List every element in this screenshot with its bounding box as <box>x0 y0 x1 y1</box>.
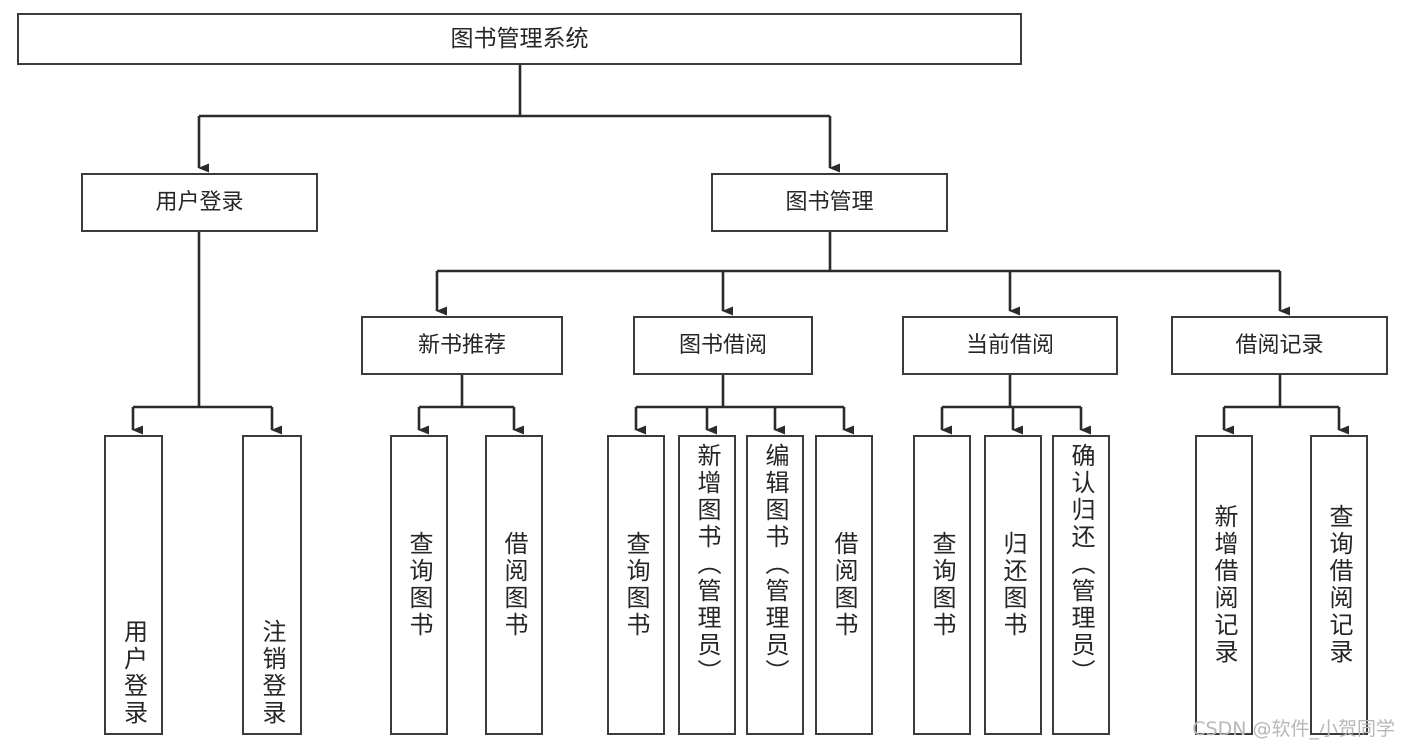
leaf-query-book-3[interactable]: 查询图书 <box>913 435 971 735</box>
node-label: 确认归还（管理员） <box>1067 443 1095 686</box>
node-label: 查询图书 <box>928 531 956 639</box>
leaf-query-book-1[interactable]: 查询图书 <box>390 435 448 735</box>
node-label: 借阅图书 <box>500 531 528 639</box>
node-label: 查询借阅记录 <box>1325 504 1353 666</box>
leaf-borrow-book-2[interactable]: 借阅图书 <box>815 435 873 735</box>
node-label: 新增借阅记录 <box>1210 504 1238 666</box>
leaf-borrow-book-1[interactable]: 借阅图书 <box>485 435 543 735</box>
leaf-user-logout[interactable]: 注销登录 <box>242 435 302 735</box>
node-current-borrow[interactable]: 当前借阅 <box>902 316 1118 375</box>
csdn-watermark: CSDN @软件_小贺同学 <box>1192 718 1395 740</box>
leaf-edit-book-admin[interactable]: 编辑图书（管理员） <box>746 435 804 735</box>
leaf-add-book-admin[interactable]: 新增图书（管理员） <box>678 435 736 735</box>
node-book-management[interactable]: 图书管理 <box>711 173 948 232</box>
node-label: 注销登录 <box>258 619 286 727</box>
node-user-login[interactable]: 用户登录 <box>81 173 318 232</box>
leaf-confirm-return-admin[interactable]: 确认归还（管理员） <box>1052 435 1110 735</box>
node-label: 新书推荐 <box>417 332 506 358</box>
node-book-borrow[interactable]: 图书借阅 <box>633 316 813 375</box>
node-label: 用户登录 <box>119 619 148 727</box>
leaf-user-login[interactable]: 用户登录 <box>104 435 163 735</box>
node-label: 图书管理系统 <box>450 25 589 52</box>
node-borrow-record[interactable]: 借阅记录 <box>1171 316 1388 375</box>
node-new-book-recommend[interactable]: 新书推荐 <box>361 316 563 375</box>
node-label: 图书借阅 <box>678 332 767 358</box>
node-root-system[interactable]: 图书管理系统 <box>17 13 1022 65</box>
node-label: 编辑图书（管理员） <box>761 443 789 686</box>
node-label: 查询图书 <box>405 531 433 639</box>
node-label: 新增图书（管理员） <box>693 443 721 686</box>
node-label: 用户登录 <box>155 189 244 215</box>
leaf-return-book[interactable]: 归还图书 <box>984 435 1042 735</box>
leaf-query-borrow-record[interactable]: 查询借阅记录 <box>1310 435 1368 735</box>
node-label: 图书管理 <box>785 189 874 215</box>
leaf-add-borrow-record[interactable]: 新增借阅记录 <box>1195 435 1253 735</box>
node-label: 归还图书 <box>999 531 1027 639</box>
node-label: 当前借阅 <box>965 332 1054 358</box>
node-label: 借阅记录 <box>1235 332 1324 358</box>
node-label: 查询图书 <box>622 531 650 639</box>
leaf-query-book-2[interactable]: 查询图书 <box>607 435 665 735</box>
node-label: 借阅图书 <box>830 531 858 639</box>
